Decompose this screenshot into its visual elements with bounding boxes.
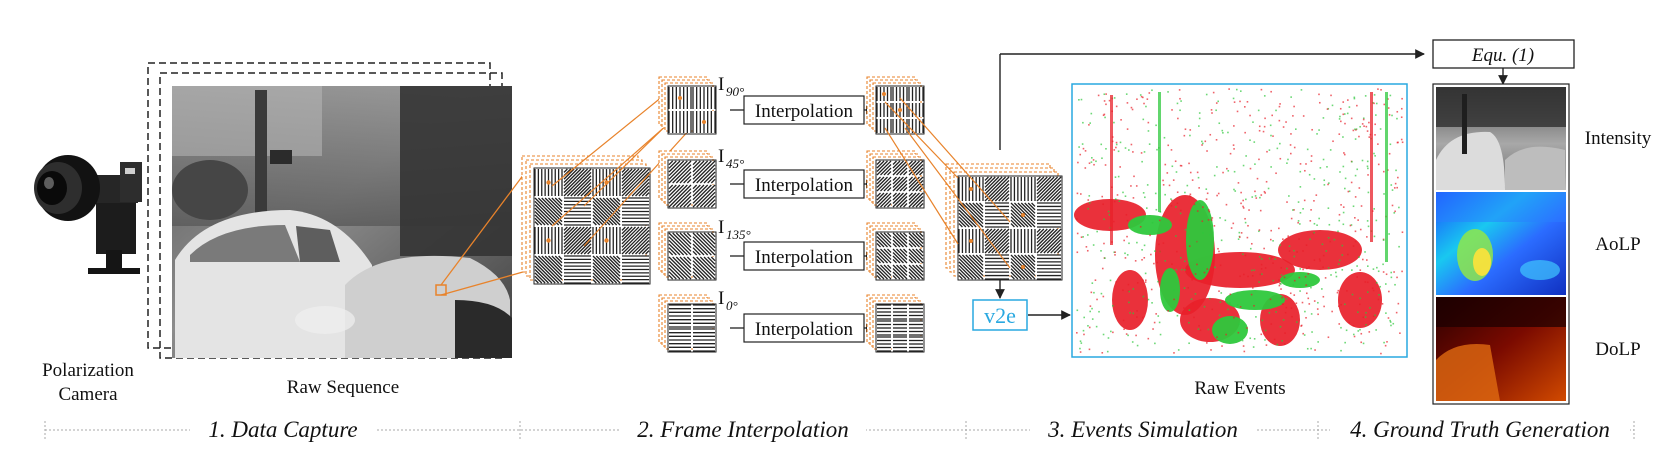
v2e-box (972, 299, 1028, 331)
svg-text:I: I (718, 217, 724, 238)
aolp-image (1436, 192, 1566, 295)
zoom-line-bottom (440, 269, 531, 296)
svg-text:135°: 135° (726, 227, 751, 242)
output-label-dolp: DoLP (1595, 339, 1640, 360)
interpolation-row: Interpolation (730, 241, 875, 271)
interpolation-label: Interpolation (755, 175, 854, 196)
raw-events-label: Raw Events (1194, 378, 1285, 399)
interpolation-box (743, 169, 865, 199)
raw-mosaic-patch (521, 155, 651, 285)
svg-text:I: I (718, 74, 724, 95)
svg-text:0°: 0° (726, 298, 738, 313)
interpolated-mosaic (945, 163, 1063, 281)
interpolation-label: Interpolation (755, 247, 854, 268)
svg-text:90°: 90° (726, 84, 744, 99)
raw-sequence-frame (172, 86, 512, 358)
interpolation-box (743, 95, 865, 125)
angle-label-45: I 45° (718, 146, 744, 171)
angle-label-90: I 90° (718, 74, 744, 99)
interpolation-row: Interpolation (730, 169, 875, 199)
interpolation-row: Interpolation (730, 95, 875, 125)
equation-box (1432, 39, 1575, 69)
interpolation-label: Interpolation (755, 101, 854, 122)
output-label-intensity: Intensity (1585, 128, 1652, 149)
stage-label-4: 4. Ground Truth Generation (1350, 417, 1610, 442)
v2e-label: v2e (984, 303, 1016, 328)
zoom-line-top (440, 165, 531, 286)
angle-images-dense (866, 76, 925, 353)
mosaic-to-angle-lines (551, 91, 701, 247)
dolp-image (1436, 297, 1566, 401)
dense-to-mosaic-lines (884, 97, 1011, 269)
angle-label-0: I 0° (718, 288, 738, 313)
output-label-aolp: AoLP (1595, 234, 1640, 255)
interpolation-box (743, 313, 865, 343)
svg-text:I: I (718, 288, 724, 309)
interpolation-label: Interpolation (755, 319, 854, 340)
angle-images-sparse (658, 76, 717, 353)
polarization-camera-icon (34, 155, 142, 274)
raw-events-image (1071, 83, 1408, 358)
svg-text:I: I (718, 146, 724, 167)
equation-label: Equ. (1) (1471, 45, 1534, 66)
camera-label-line2: Camera (58, 384, 118, 405)
camera-label-line1: Polarization (42, 360, 134, 381)
interpolation-box (743, 241, 865, 271)
angle-label-135: I 135° (718, 217, 751, 242)
stage-label-3: 3. Events Simulation (1047, 417, 1238, 442)
raw-sequence-label: Raw Sequence (287, 377, 399, 398)
interpolation-row: Interpolation (730, 313, 875, 343)
intensity-image (1436, 87, 1566, 190)
stage-label-2: 2. Frame Interpolation (637, 417, 848, 442)
svg-text:45°: 45° (726, 156, 744, 171)
stage-label-1: 1. Data Capture (208, 417, 357, 442)
